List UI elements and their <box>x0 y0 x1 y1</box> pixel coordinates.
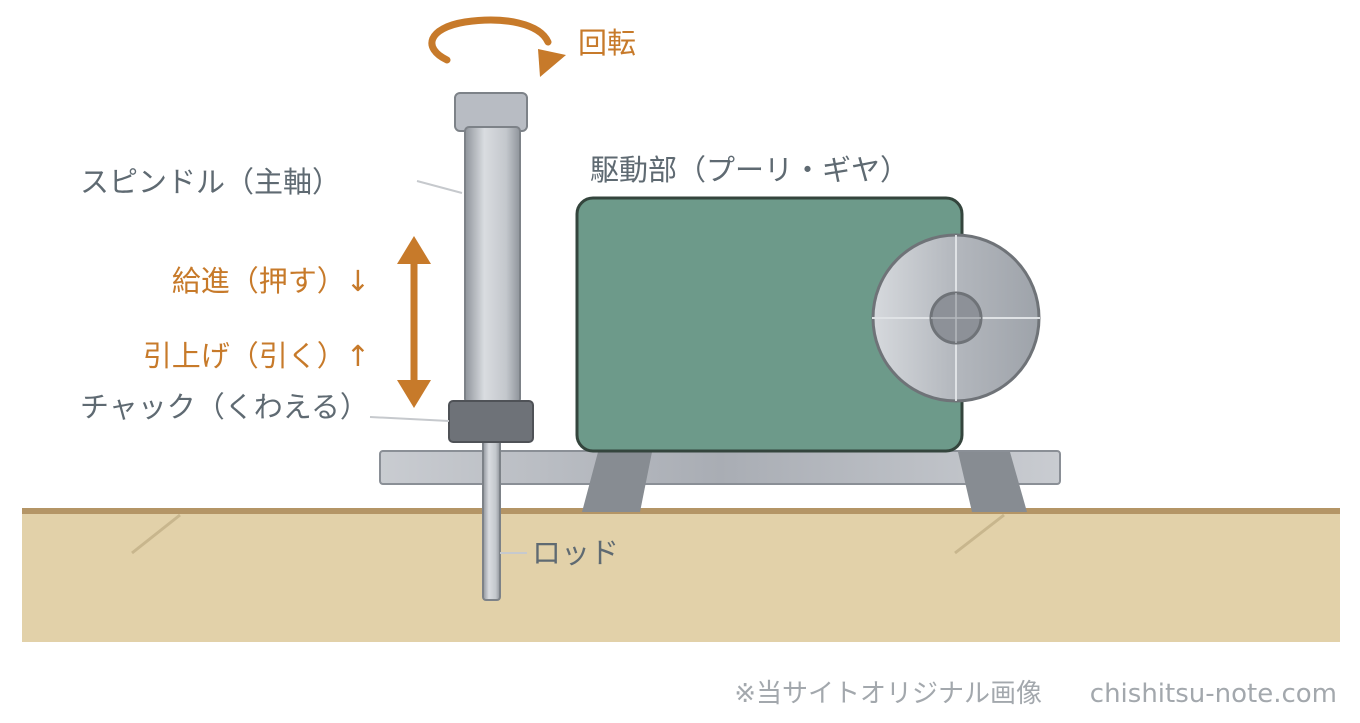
chuck <box>448 400 534 443</box>
ground <box>22 508 1340 642</box>
rotation-label: 回転 <box>578 26 636 60</box>
drive-label: 駆動部（プーリ・ギヤ） <box>590 153 909 187</box>
credit-note: ※当サイトオリジナル画像 <box>734 679 1042 709</box>
spindle <box>454 92 528 404</box>
lift-label: 引上げ（引く）↑ <box>143 339 370 373</box>
rotation-arrow-icon <box>428 16 566 77</box>
rod-label: ロッド <box>532 536 619 570</box>
credit-site: chishitsu-note.com <box>1090 679 1337 709</box>
rod <box>482 437 501 601</box>
spindle-label: スピンドル（主軸） <box>80 165 341 199</box>
pulley <box>871 233 1041 403</box>
chuck-label: チャック（くわえる） <box>80 390 369 424</box>
feed-label: 給進（押す）↓ <box>172 264 370 298</box>
leader-lines <box>369 180 527 554</box>
feed-lift-arrow-icon <box>397 236 431 408</box>
